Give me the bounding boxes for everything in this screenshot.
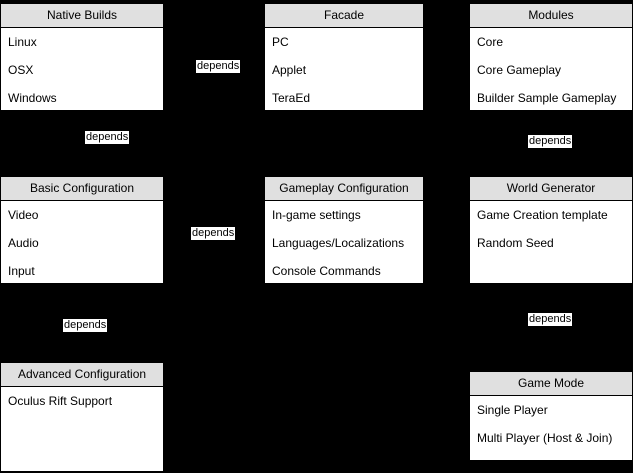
node-body-basic-configuration: Video Audio Input bbox=[1, 201, 163, 283]
node-item[interactable]: Video bbox=[8, 208, 39, 222]
node-title-advanced-configuration: Advanced Configuration bbox=[1, 363, 163, 387]
node-title-native-builds: Native Builds bbox=[1, 4, 163, 28]
node-advanced-configuration[interactable]: Advanced Configuration Oculus Rift Suppo… bbox=[0, 362, 164, 472]
node-item[interactable]: Single Player bbox=[477, 403, 548, 417]
node-world-generator[interactable]: World Generator Game Creation template R… bbox=[469, 176, 633, 284]
node-modules[interactable]: Modules Core Core Gameplay Builder Sampl… bbox=[469, 3, 633, 111]
node-body-facade: PC Applet TeraEd bbox=[265, 28, 423, 110]
node-item[interactable]: In-game settings bbox=[272, 208, 361, 222]
node-item[interactable]: Linux bbox=[8, 35, 37, 49]
node-item[interactable]: Applet bbox=[272, 63, 307, 77]
node-title-game-mode: Game Mode bbox=[470, 372, 632, 396]
node-body-native-builds: Linux OSX Windows bbox=[1, 28, 163, 110]
edge-label-native-builds-to-facade: depends bbox=[196, 60, 241, 73]
node-item[interactable]: OSX bbox=[8, 63, 34, 77]
node-body-advanced-configuration: Oculus Rift Support bbox=[1, 387, 163, 415]
node-facade[interactable]: Facade PC Applet TeraEd bbox=[264, 3, 424, 111]
node-item[interactable]: Audio bbox=[8, 236, 39, 250]
node-item[interactable]: Languages/Localizations bbox=[272, 236, 405, 250]
edge-label-native-builds-to-basic-configuration: depends bbox=[85, 131, 130, 144]
node-body-game-mode: Single Player Multi Player (Host & Join) bbox=[470, 396, 632, 452]
node-title-modules: Modules bbox=[470, 4, 632, 28]
node-item[interactable]: TeraEd bbox=[272, 91, 311, 105]
node-body-modules: Core Core Gameplay Builder Sample Gamepl… bbox=[470, 28, 632, 110]
node-basic-configuration[interactable]: Basic Configuration Video Audio Input bbox=[0, 176, 164, 284]
node-body-world-generator: Game Creation template Random Seed bbox=[470, 201, 632, 257]
node-title-facade: Facade bbox=[265, 4, 423, 28]
node-item[interactable]: Game Creation template bbox=[477, 208, 608, 222]
node-item[interactable]: Windows bbox=[8, 91, 57, 105]
edge-label-basic-configuration-to-advanced-configuration: depends bbox=[63, 319, 108, 332]
edge-label-world-generator-to-game-mode: depends bbox=[528, 313, 573, 326]
edge-label-modules-to-world-generator: depends bbox=[528, 135, 573, 148]
edge-label-basic-configuration-to-gameplay-configuration: depends bbox=[191, 227, 236, 240]
node-item[interactable]: Core Gameplay bbox=[477, 63, 562, 77]
node-item[interactable]: Oculus Rift Support bbox=[8, 394, 113, 408]
node-item[interactable]: Multi Player (Host & Join) bbox=[477, 431, 613, 445]
node-game-mode[interactable]: Game Mode Single Player Multi Player (Ho… bbox=[469, 371, 633, 461]
node-item[interactable]: Console Commands bbox=[272, 264, 381, 278]
node-item[interactable]: Builder Sample Gameplay bbox=[477, 91, 617, 105]
node-gameplay-configuration[interactable]: Gameplay Configuration In-game settings … bbox=[264, 176, 424, 284]
node-native-builds[interactable]: Native Builds Linux OSX Windows bbox=[0, 3, 164, 111]
node-title-world-generator: World Generator bbox=[470, 177, 632, 201]
node-title-gameplay-configuration: Gameplay Configuration bbox=[265, 177, 423, 201]
node-item[interactable]: Random Seed bbox=[477, 236, 554, 250]
node-title-basic-configuration: Basic Configuration bbox=[1, 177, 163, 201]
node-body-gameplay-configuration: In-game settings Languages/Localizations… bbox=[265, 201, 423, 283]
node-item[interactable]: Core bbox=[477, 35, 504, 49]
node-item[interactable]: PC bbox=[272, 35, 289, 49]
node-item[interactable]: Input bbox=[8, 264, 35, 278]
